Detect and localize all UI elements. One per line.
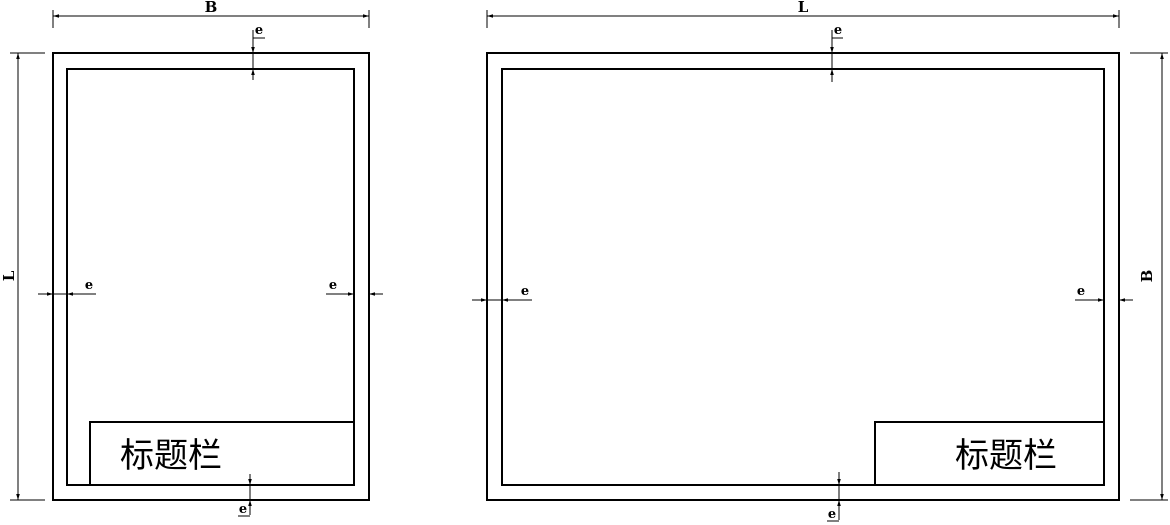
- portrait-bottom-margin-label: e: [239, 502, 247, 517]
- landscape-width-dimension: L: [486, 0, 1120, 28]
- portrait-height-dimension: L: [0, 52, 45, 501]
- landscape-title-block-label: 标题栏: [955, 436, 1057, 476]
- portrait-inner-frame: [66, 68, 355, 486]
- portrait-top-margin-dimension: e: [251, 23, 265, 80]
- landscape-bottom-margin-dimension: e: [827, 472, 841, 522]
- landscape-height-label: B: [1138, 270, 1156, 283]
- landscape-sheet: L B 标题栏 e e: [472, 0, 1168, 522]
- portrait-left-margin-label: e: [85, 278, 93, 293]
- landscape-top-margin-label: e: [834, 23, 842, 38]
- landscape-top-margin-dimension: e: [830, 23, 843, 82]
- landscape-left-margin-dimension: e: [472, 284, 532, 302]
- landscape-width-label: L: [798, 0, 809, 16]
- portrait-title-block-label: 标题栏: [120, 436, 222, 476]
- landscape-bottom-margin-label: e: [828, 507, 836, 522]
- portrait-top-margin-label: e: [255, 23, 263, 38]
- portrait-right-margin-dimension: e: [326, 278, 383, 296]
- portrait-left-margin-dimension: e: [38, 278, 96, 296]
- portrait-bottom-margin-dimension: e: [238, 474, 252, 517]
- landscape-inner-frame: [501, 68, 1105, 486]
- portrait-height-label: L: [0, 270, 18, 281]
- portrait-width-dimension: B: [52, 0, 370, 28]
- landscape-left-margin-label: e: [521, 284, 529, 299]
- portrait-width-label: B: [205, 0, 218, 16]
- landscape-title-block: 标题栏: [874, 421, 1104, 485]
- portrait-right-margin-label: e: [329, 278, 337, 293]
- landscape-right-margin-label: e: [1077, 284, 1085, 299]
- portrait-outer-border: [52, 52, 370, 501]
- landscape-right-margin-dimension: e: [1075, 284, 1133, 302]
- landscape-height-dimension: B: [1130, 52, 1168, 501]
- portrait-title-block: 标题栏: [89, 421, 354, 485]
- landscape-outer-border: [486, 52, 1120, 501]
- portrait-sheet: B L 标题栏 e e: [0, 0, 383, 517]
